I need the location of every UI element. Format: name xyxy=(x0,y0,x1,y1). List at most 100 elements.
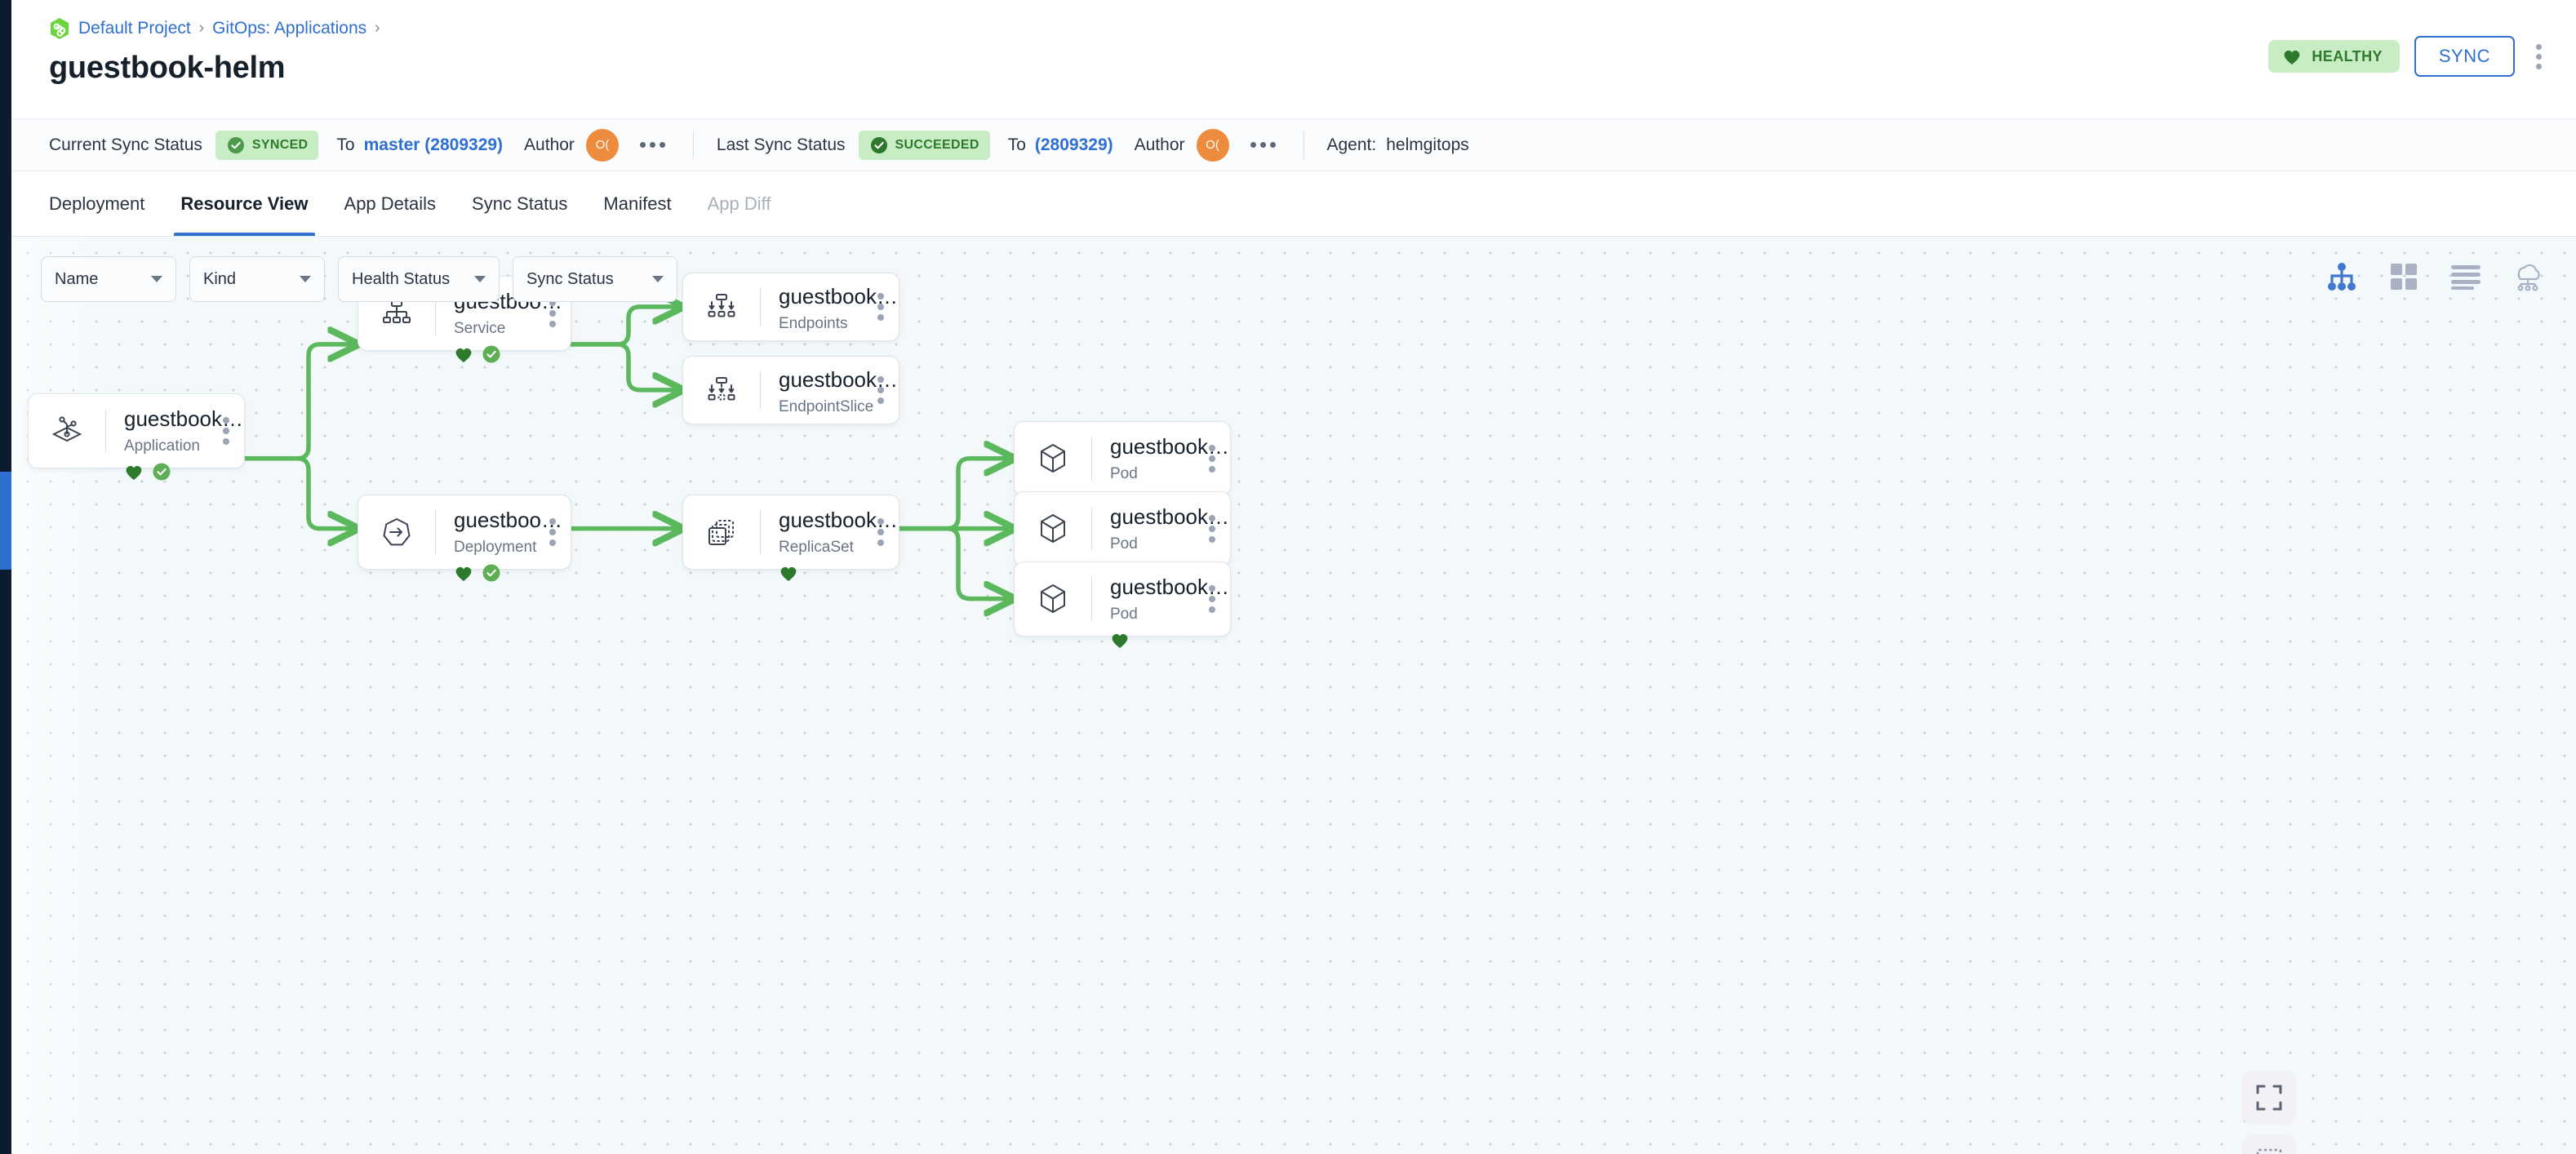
filter-kind[interactable]: Kind xyxy=(189,256,325,302)
edge-app-to-service xyxy=(242,344,358,461)
graph-node-replicaset[interactable]: guestbook-helm-helm-g... ReplicaSet xyxy=(682,495,899,581)
graph-edges xyxy=(242,237,2576,1154)
current-sync-status-chip-label: SYNCED xyxy=(251,137,309,152)
status-divider xyxy=(692,131,694,159)
application-icon xyxy=(29,394,105,468)
filter-name[interactable]: Name xyxy=(41,256,176,302)
current-revision-link[interactable]: master (2809329) xyxy=(363,135,504,154)
last-revision-link[interactable]: (2809329) xyxy=(1034,135,1113,154)
graph-node-application[interactable]: guestbook-helm Application xyxy=(28,393,245,481)
node-overflow-menu-icon[interactable] xyxy=(1202,508,1222,549)
pod-icon xyxy=(1015,422,1091,495)
edge-replicaset-to-pod-1 xyxy=(897,459,1014,531)
last-to-label: To xyxy=(1007,135,1026,154)
graph-node-pod-3[interactable]: guestbook-helm-helm-g... Pod xyxy=(1014,561,1231,648)
graph-node-endpointslice[interactable]: guestbook-helm-helm-g... EndpointSlice xyxy=(682,356,899,424)
node-overflow-menu-icon[interactable] xyxy=(1202,579,1222,619)
check-circle-icon xyxy=(226,135,246,155)
filter-name-label: Name xyxy=(55,269,99,288)
replicaset-icon xyxy=(683,495,760,569)
agent-label: Agent: xyxy=(1326,135,1377,154)
graph-node-endpoints[interactable]: guestbook-helm-helm-g... Endpoints xyxy=(682,273,899,341)
node-status-icons xyxy=(1110,628,1230,651)
breadcrumb: Default Project › GitOps: Applications › xyxy=(49,18,2543,39)
node-overflow-menu-icon[interactable] xyxy=(871,370,890,411)
pod-icon xyxy=(1015,492,1091,566)
filter-sync-status[interactable]: Sync Status xyxy=(513,256,677,302)
last-sync-status-chip: SUCCEEDED xyxy=(858,130,990,160)
last-more-icon[interactable] xyxy=(1246,137,1281,153)
last-author-avatar[interactable]: O( xyxy=(1196,128,1229,162)
tab-bar: Deployment Resource View App Details Syn… xyxy=(11,171,2576,237)
node-status-icons xyxy=(454,561,571,584)
sync-button[interactable]: SYNC xyxy=(2414,36,2515,77)
heart-icon xyxy=(124,463,144,481)
resource-graph-canvas[interactable]: Name Kind Health Status Sync Status xyxy=(11,237,2576,1154)
list-view-icon[interactable] xyxy=(2449,260,2483,294)
breadcrumb-separator: › xyxy=(375,20,380,37)
node-overflow-menu-icon[interactable] xyxy=(216,411,236,451)
filter-health-status[interactable]: Health Status xyxy=(338,256,500,302)
node-body: guestbook-helm-helm-g... Deployment xyxy=(436,495,571,582)
header-overflow-menu-icon[interactable] xyxy=(2529,39,2548,74)
tab-deployment[interactable]: Deployment xyxy=(49,193,145,214)
filter-health-status-label: Health Status xyxy=(352,269,451,288)
chevron-down-icon xyxy=(474,276,486,282)
node-body: guestbook-helm-helm-g... Endpoints xyxy=(761,273,899,340)
chevron-down-icon xyxy=(300,276,311,282)
rail-active-indicator xyxy=(0,472,11,570)
heart-icon xyxy=(454,564,473,582)
left-rail xyxy=(0,0,11,1154)
tree-view-icon[interactable] xyxy=(2325,260,2359,294)
tab-sync-status[interactable]: Sync Status xyxy=(472,193,568,214)
node-status-icons xyxy=(454,343,571,366)
graph-node-deployment[interactable]: guestbook-helm-helm-g... Deployment xyxy=(358,495,571,582)
graph-node-pod-1[interactable]: guestbook-helm-helm-g... Pod xyxy=(1014,421,1231,508)
deployment-icon xyxy=(358,495,435,569)
node-status-icons xyxy=(124,460,244,483)
endpointslice-icon xyxy=(683,357,760,424)
node-body: guestbook-helm-helm-g... EndpointSlice xyxy=(761,357,899,424)
check-circle-icon xyxy=(482,563,501,583)
node-body: guestbook-helm-helm-g... Pod xyxy=(1092,422,1230,508)
node-status-icons xyxy=(779,561,899,584)
edge-service-to-endpointslice xyxy=(569,342,682,390)
agent-info: Agent: helmgitops xyxy=(1327,135,1469,155)
node-body: guestbook-helm Application xyxy=(106,394,244,481)
filter-kind-label: Kind xyxy=(203,269,237,288)
tab-resource-view[interactable]: Resource View xyxy=(162,171,326,236)
current-author-avatar[interactable]: O( xyxy=(585,128,619,162)
select-box-icon[interactable] xyxy=(2242,1134,2296,1154)
chevron-down-icon xyxy=(652,276,664,282)
current-author-label: Author xyxy=(524,135,575,154)
status-badge-healthy: HEALTHY xyxy=(2268,40,2400,73)
breadcrumb-item-default-project[interactable]: Default Project xyxy=(78,19,191,38)
grid-view-icon[interactable] xyxy=(2387,260,2421,294)
view-mode-toolbar xyxy=(2325,260,2545,294)
pod-icon xyxy=(1015,562,1091,636)
breadcrumb-item-gitops-applications[interactable]: GitOps: Applications xyxy=(212,19,367,38)
last-sync-status-chip-label: SUCCEEDED xyxy=(895,137,979,152)
node-body: guestbook-helm-helm-g... Pod xyxy=(1092,562,1230,648)
node-overflow-menu-icon[interactable] xyxy=(543,512,562,553)
graph-node-pod-2[interactable]: guestbook-helm-helm-g... Pod xyxy=(1014,491,1231,578)
sync-status-bar: Current Sync Status SYNCED To master (28… xyxy=(11,118,2576,171)
main-column: Default Project › GitOps: Applications ›… xyxy=(11,0,2576,1154)
node-overflow-menu-icon[interactable] xyxy=(1202,438,1222,479)
current-sync-status-chip: SYNCED xyxy=(215,130,319,160)
endpoints-icon xyxy=(683,273,760,340)
tab-app-details[interactable]: App Details xyxy=(344,193,437,214)
top-header: Default Project › GitOps: Applications ›… xyxy=(11,0,2576,118)
breadcrumb-separator: › xyxy=(198,20,205,37)
fullscreen-icon[interactable] xyxy=(2242,1071,2296,1125)
node-overflow-menu-icon[interactable] xyxy=(871,512,890,553)
network-topology-icon[interactable] xyxy=(2511,260,2545,294)
tab-manifest[interactable]: Manifest xyxy=(603,193,672,214)
codefresh-logo-icon xyxy=(49,17,70,40)
canvas-left-gradient xyxy=(11,237,2576,1154)
node-overflow-menu-icon[interactable] xyxy=(871,286,890,327)
agent-value: helmgitops xyxy=(1386,135,1469,154)
page-title: guestbook-helm xyxy=(49,51,286,85)
current-more-icon[interactable] xyxy=(635,137,670,153)
